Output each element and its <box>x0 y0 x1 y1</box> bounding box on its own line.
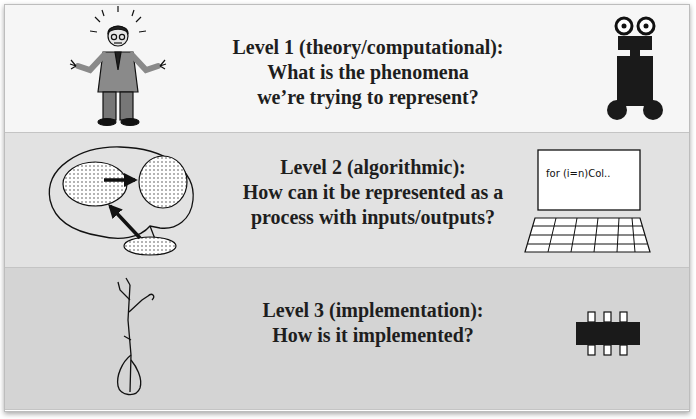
level-band: Level 1 (theory/computational):What is t… <box>5 5 689 133</box>
level-band: Level 3 (implementation):How is it imple… <box>5 268 689 410</box>
level-question: What is the phenomena we’re trying to re… <box>253 60 483 110</box>
text-block: Level 1 (theory/computational):What is t… <box>232 35 503 110</box>
confused-man <box>70 6 166 126</box>
level-band: Level 2 (algorithmic):How can it be repr… <box>5 133 689 268</box>
level-heading: Level 2 (algorithmic): <box>280 155 466 180</box>
screen-code: for (i=n)Col.. <box>546 168 610 180</box>
brain-sketch <box>49 147 193 255</box>
text-block: Level 2 (algorithmic):How can it be repr… <box>241 155 506 230</box>
text-block: Level 3 (implementation):How is it imple… <box>262 298 483 348</box>
neuron <box>118 278 154 395</box>
computer <box>525 150 650 252</box>
chip <box>576 312 640 355</box>
level-question: How is it implemented? <box>272 323 474 348</box>
robot <box>607 18 663 120</box>
level-heading: Level 1 (theory/computational): <box>232 35 503 60</box>
level-heading: Level 3 (implementation): <box>262 298 483 323</box>
level-question: How can it be represented as a process w… <box>241 180 506 230</box>
